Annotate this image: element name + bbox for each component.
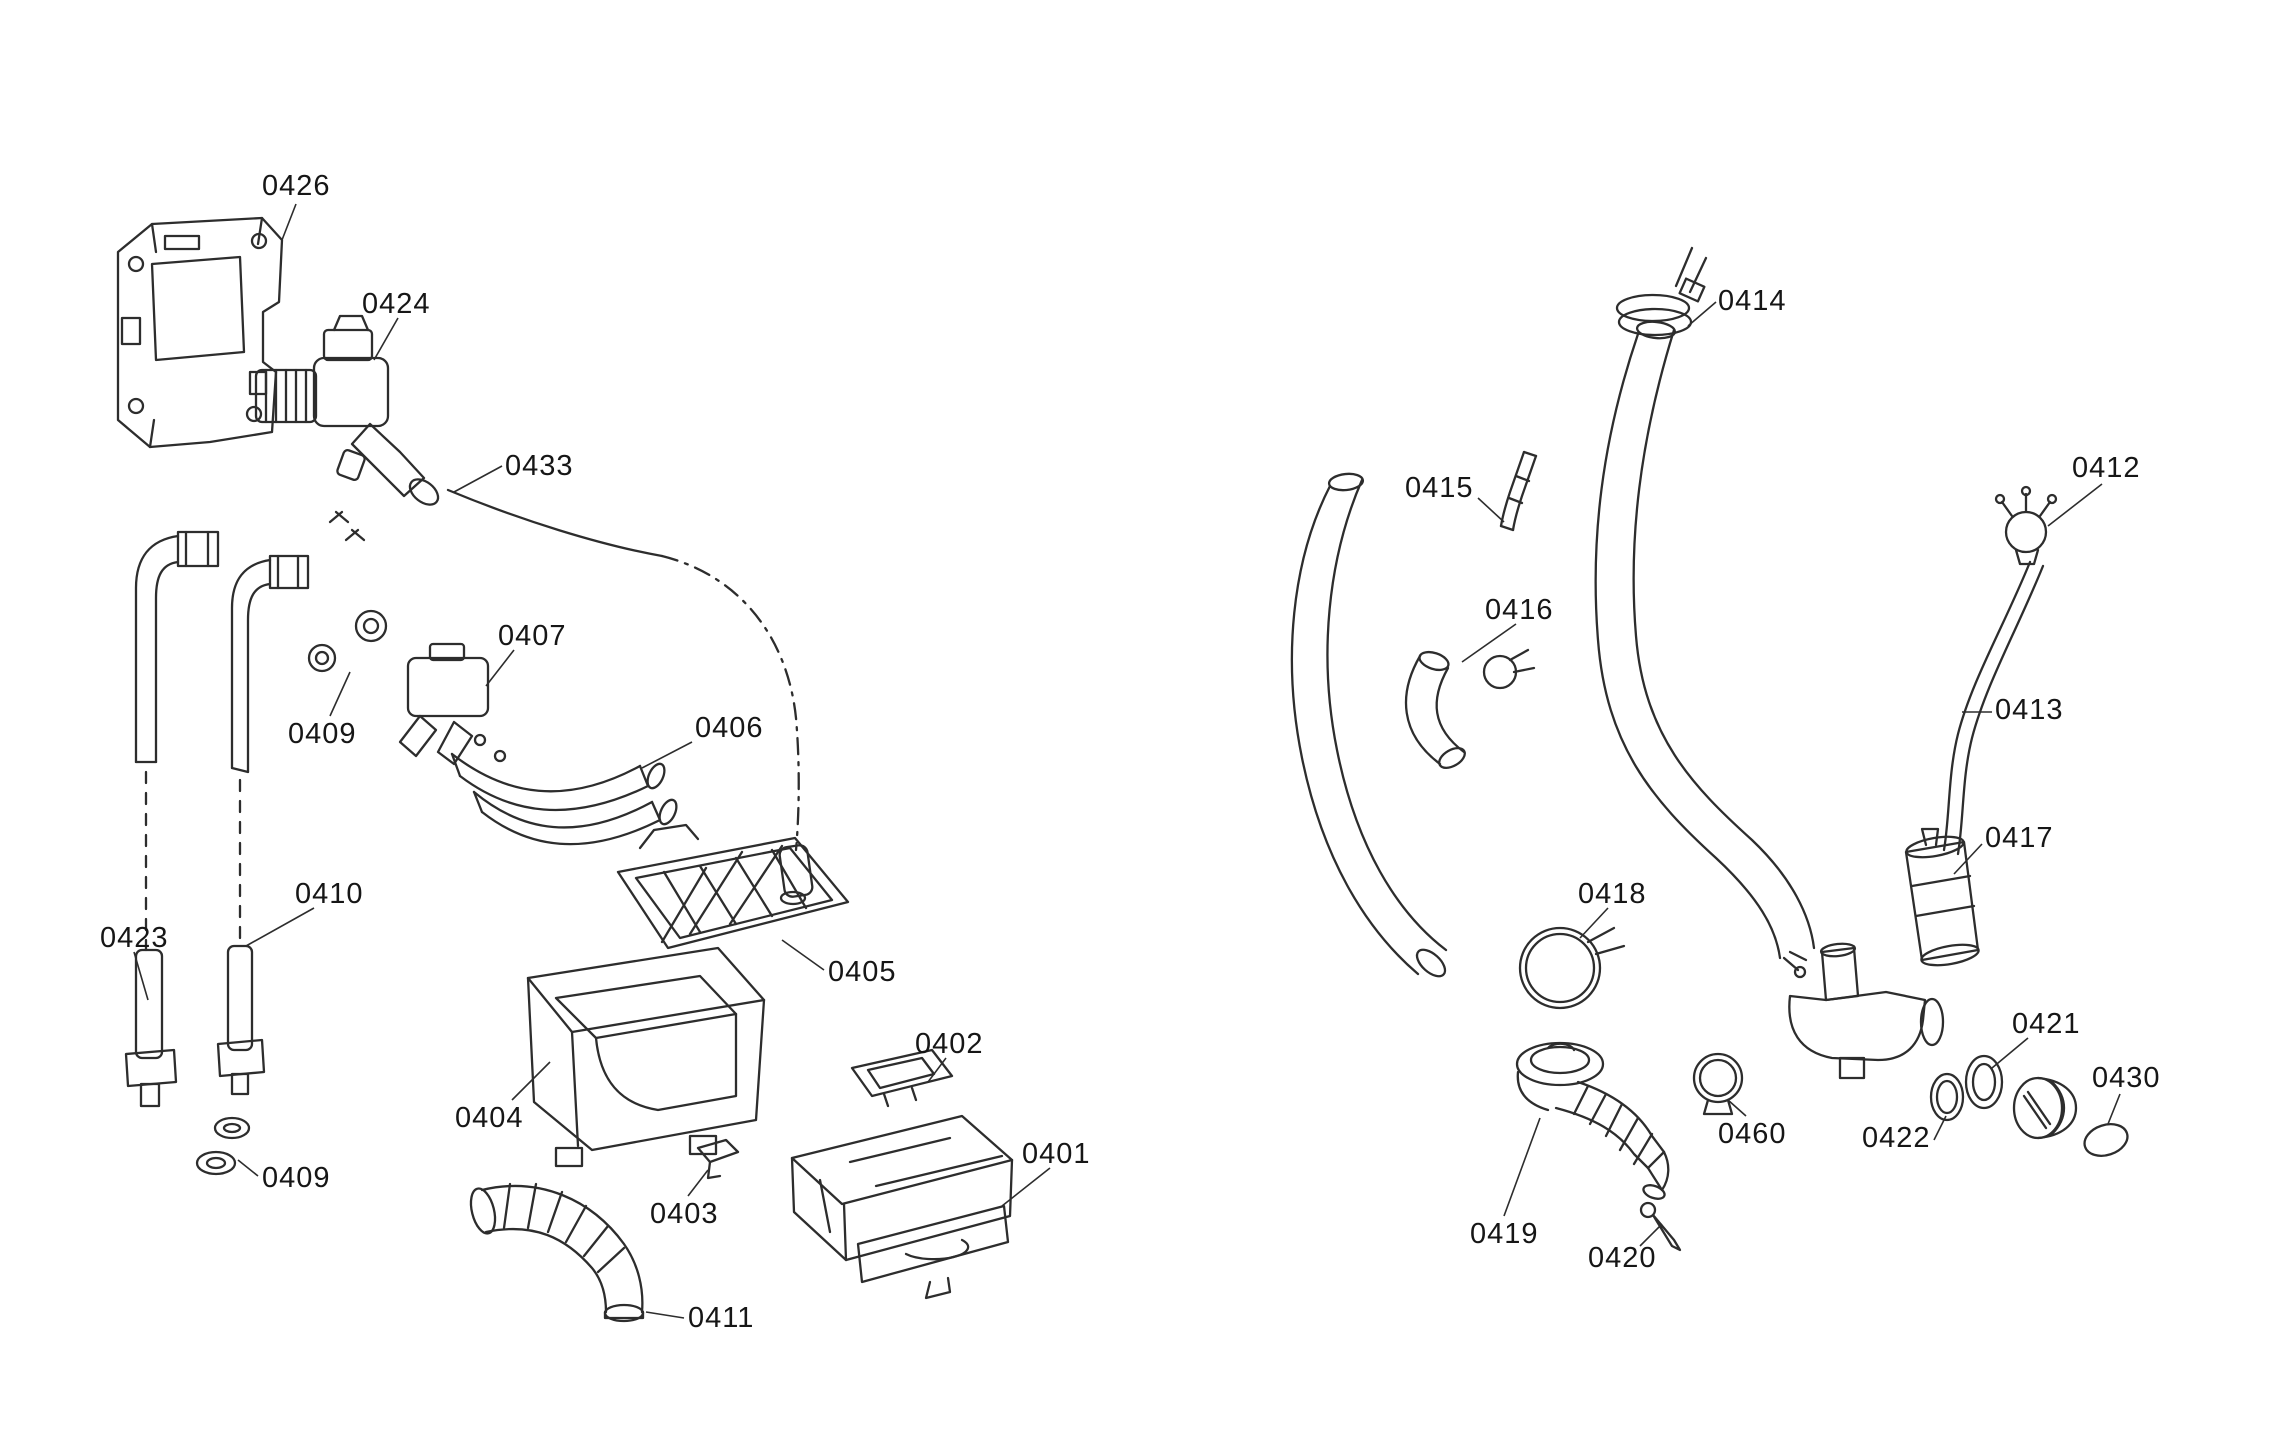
leader-0421: [1991, 1037, 2029, 1069]
leader-0420: [1639, 1223, 1663, 1247]
leader-0409: [237, 1159, 259, 1177]
part-clip: [696, 1138, 740, 1180]
part-standpipe-left: [124, 948, 178, 1108]
part-inlet-main-hose: [1594, 320, 1816, 960]
part-bellows-hose: [469, 1182, 645, 1323]
leader-0433: [453, 465, 503, 493]
part-standpipe-right: [216, 944, 266, 1096]
leader-0410: [245, 907, 315, 947]
part-dispenser-funnel: [1515, 1041, 1670, 1200]
hose-centerlines-dashed: [144, 770, 242, 952]
leader-0460: [1727, 1099, 1747, 1117]
part-mounting-plate: [116, 216, 284, 449]
leader-0415: [1477, 497, 1505, 523]
part-fill-hose-elbow-left: [134, 530, 220, 764]
part-oring-right: [1964, 1054, 2004, 1110]
part-pin: [1639, 1201, 1682, 1252]
leader-0409: [329, 671, 351, 717]
part-hose-elbow: [1404, 648, 1536, 769]
leader-0417: [1953, 843, 1983, 875]
part-distribution-valve: [328, 510, 507, 766]
part-manifold: [1782, 942, 1945, 1080]
leader-0423: [133, 951, 149, 1001]
leader-0401: [1001, 1167, 1051, 1207]
leader-0419: [1503, 1117, 1541, 1217]
part-inlet-valve: [254, 314, 440, 506]
part-siphon-cap: [850, 1048, 954, 1108]
part-seal-oval: [2083, 1123, 2129, 1157]
leader-0411: [645, 1311, 685, 1319]
leader-0414: [1687, 301, 1717, 327]
leader-0407: [485, 649, 515, 687]
hose-long: [446, 488, 814, 906]
leader-0430: [2107, 1093, 2121, 1125]
part-sensor: [1994, 485, 2058, 566]
leader-0402: [927, 1057, 947, 1083]
leader-0416: [1461, 623, 1517, 663]
leader-lines: [133, 203, 2121, 1319]
leader-0418: [1579, 907, 1609, 939]
part-small-hose-stub: [1499, 450, 1538, 532]
leader-0406: [641, 741, 693, 769]
part-washers-lower: [195, 1116, 251, 1176]
part-pressure-chamber: [1904, 827, 1980, 967]
part-hoses-pair: [450, 752, 678, 846]
part-detergent-drawer: [790, 1114, 1014, 1300]
leader-0422: [1933, 1115, 1947, 1141]
part-dispenser-housing: [526, 946, 766, 1168]
leader-0424: [373, 317, 399, 361]
part-wire-clamp: [1518, 926, 1626, 1010]
leader-0404: [511, 1061, 551, 1101]
leader-0426: [281, 203, 297, 241]
part-hose-clamp-top: [1615, 246, 1708, 337]
part-washers-upper: [307, 609, 388, 673]
part-clamp-ring: [1692, 1052, 1744, 1116]
leader-0412: [2047, 483, 2103, 527]
leader-0403: [687, 1169, 709, 1197]
part-fill-hose-elbow-right: [230, 554, 310, 774]
part-top-grid: [616, 823, 850, 950]
part-oring-left: [1929, 1072, 1965, 1122]
part-thin-hose: [1942, 560, 2045, 856]
part-drain-hose: [1290, 472, 1448, 978]
leader-0405: [781, 939, 825, 971]
part-filter-cap: [2012, 1076, 2078, 1140]
